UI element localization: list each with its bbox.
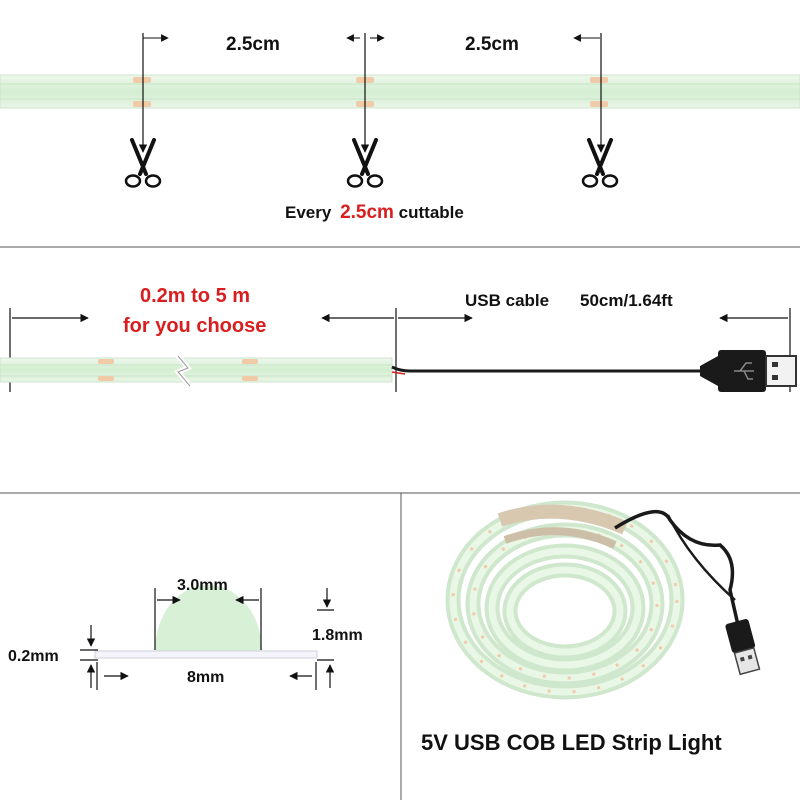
base-thickness-arrows <box>80 625 98 688</box>
spacing-label-right: 2.5cm <box>465 34 519 55</box>
product-title: 5V USB COB LED Strip Light <box>421 730 722 755</box>
coil-usb-plug-icon <box>725 619 761 676</box>
base-board <box>94 650 318 659</box>
scissors-icon <box>346 138 384 188</box>
scissors-icon <box>581 138 619 188</box>
cable-length: 50cm/1.64ft <box>580 291 673 310</box>
length-range-line2: for you choose <box>123 315 266 337</box>
length-range-line1: 0.2m to 5 m <box>140 285 250 307</box>
spacing-label-left: 2.5cm <box>226 34 280 55</box>
strip-width-arrows <box>96 662 317 690</box>
cob-dome <box>155 585 262 652</box>
usb-cable <box>391 365 708 373</box>
cut-lines <box>138 33 606 153</box>
led-strip-mid <box>0 357 393 383</box>
product-section: 5V USB COB LED Strip Light <box>421 500 761 755</box>
dome-width-label: 3.0mm <box>177 577 228 594</box>
profile-section: 3.0mm 1.8mm 0.2mm 8mm <box>8 577 363 690</box>
coil-usb-cable <box>614 509 740 626</box>
usb-plug-icon <box>700 350 797 392</box>
cut-section: 2.5cm 2.5cm Every 2.5cm cuttable <box>0 33 800 223</box>
base-thickness-label: 0.2mm <box>8 648 59 665</box>
cuttable-caption: Every 2.5cm cuttable <box>285 202 464 223</box>
length-section: 0.2m to 5 m for you choose USB cable 50c… <box>0 285 797 392</box>
scissors-icon <box>124 138 162 188</box>
led-strip-top <box>0 74 800 109</box>
dome-width-arrows <box>154 588 262 650</box>
dome-height-arrows <box>317 588 335 688</box>
led-coil-image <box>445 500 685 700</box>
dome-height-label: 1.8mm <box>312 627 363 644</box>
strip-width-label: 8mm <box>187 669 224 686</box>
copper-pads-mid <box>98 359 258 381</box>
cable-label: USB cable <box>465 291 549 310</box>
